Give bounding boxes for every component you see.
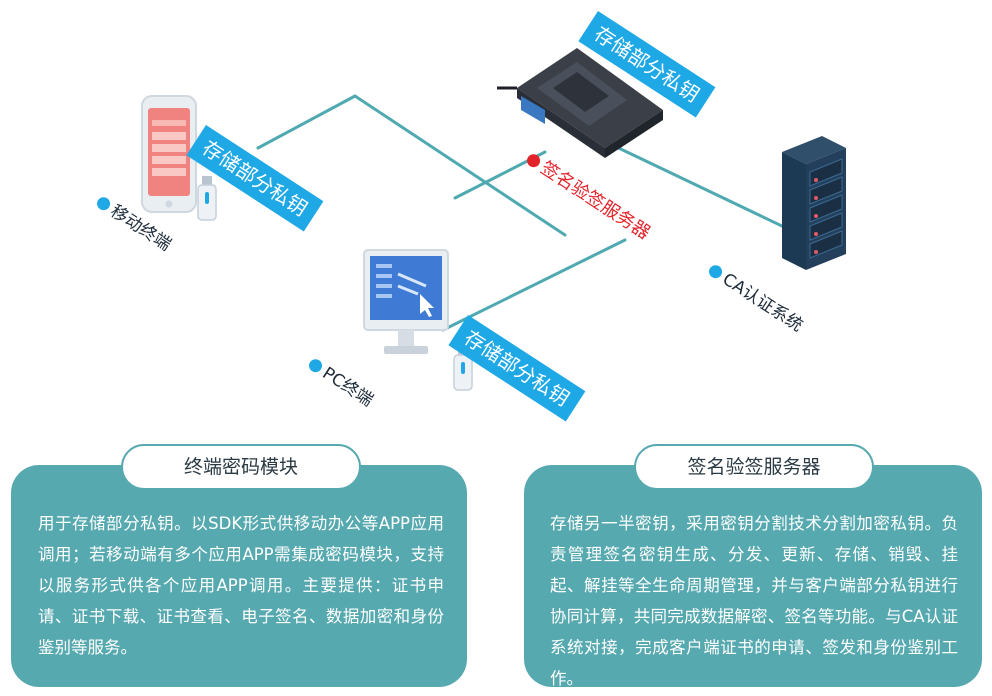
- signature-server-description: 存储另一半密钥，采用密钥分割技术分割加密私钥。负责管理签名密钥生成、分发、更新、…: [550, 514, 958, 688]
- usb-key-icon: [197, 176, 217, 221]
- terminal-crypto-module-panel: [11, 465, 467, 687]
- signature-server-title: 签名验签服务器: [634, 444, 874, 490]
- terminal-crypto-module-title: 终端密码模块: [121, 444, 361, 490]
- signature-server-panel: [524, 465, 982, 687]
- server-rack-icon: [782, 136, 846, 270]
- server-box-icon: [497, 48, 663, 158]
- mobile-phone-icon: [141, 95, 197, 213]
- terminal-crypto-module-description: 用于存储部分私钥。以SDK形式供移动办公等APP应用调用；若移动端有多个应用AP…: [38, 514, 444, 657]
- pc-monitor-icon: [363, 249, 449, 354]
